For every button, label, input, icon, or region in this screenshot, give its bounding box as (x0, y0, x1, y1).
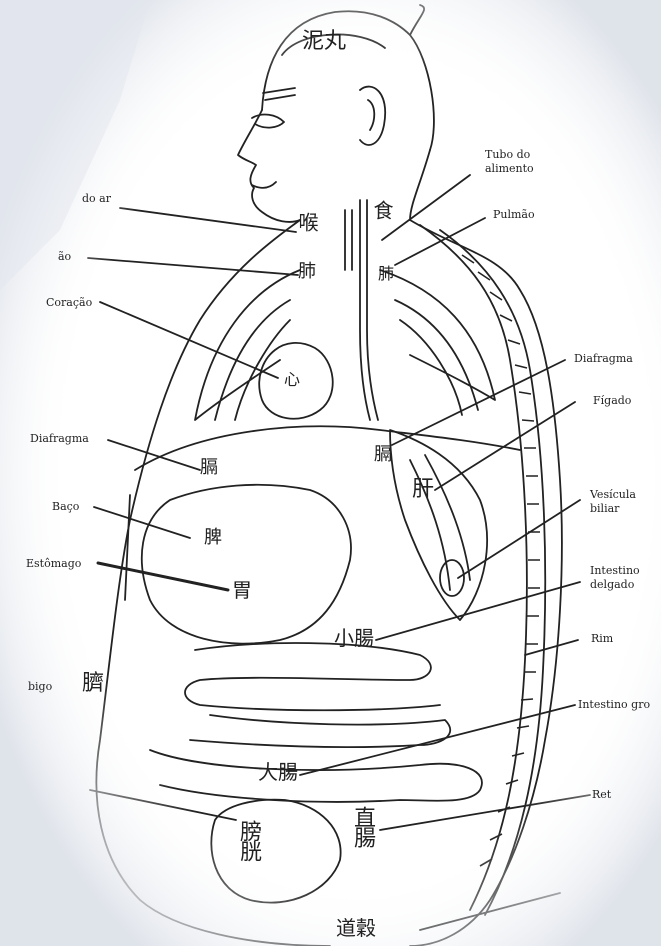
char-spleen: 脾 (204, 528, 222, 548)
char-diaphragm-left: 膈 (200, 458, 218, 478)
label-tubo-do-ar: do ar (82, 192, 111, 205)
label-diafragma-left: Diafragma (30, 432, 89, 445)
char-large-intestine: 大腸 (258, 762, 298, 782)
char-rectum: 直腸 (352, 806, 372, 846)
char-navel: 臍 (82, 674, 104, 694)
label-estomago: Estômago (26, 557, 81, 570)
label-tubo-alimento-1: Tubo do (485, 148, 530, 161)
label-umbigo: bigo (28, 680, 52, 693)
char-head: 泥丸 (302, 32, 346, 52)
label-intestino-delgado-2: delgado (590, 578, 634, 591)
char-liver: 肝 (412, 480, 434, 500)
char-throat-right: 食 (372, 200, 392, 218)
char-bladder: 膀胱 (238, 820, 258, 860)
char-anus: 道穀 (336, 918, 376, 938)
char-throat-left: 喉 (297, 212, 317, 230)
char-lung-right: 肺 (378, 264, 394, 284)
label-pulmao-left: ão (58, 250, 71, 263)
label-intestino-delgado-1: Intestino (590, 564, 640, 577)
label-coracao: Coração (46, 296, 92, 309)
label-vesicula-1: Vesícula (590, 488, 636, 501)
label-baco: Baço (52, 500, 79, 513)
char-diaphragm-right: 膈 (374, 445, 392, 465)
char-stomach: 胃 (232, 580, 252, 600)
label-tubo-alimento-2: alimento (485, 162, 534, 175)
char-lung-left: 肺 (298, 262, 316, 282)
label-figado: Fígado (593, 394, 631, 407)
label-rim: Rim (591, 632, 613, 645)
label-vesicula-2: biliar (590, 502, 619, 515)
label-reto: Ret (592, 788, 611, 801)
label-intestino-grosso: Intestino gro (578, 698, 650, 711)
label-diafragma-right: Diafragma (574, 352, 633, 365)
label-pulmao: Pulmão (493, 208, 535, 221)
char-small-intestine: 小腸 (334, 628, 374, 648)
char-heart: 心 (284, 370, 300, 390)
